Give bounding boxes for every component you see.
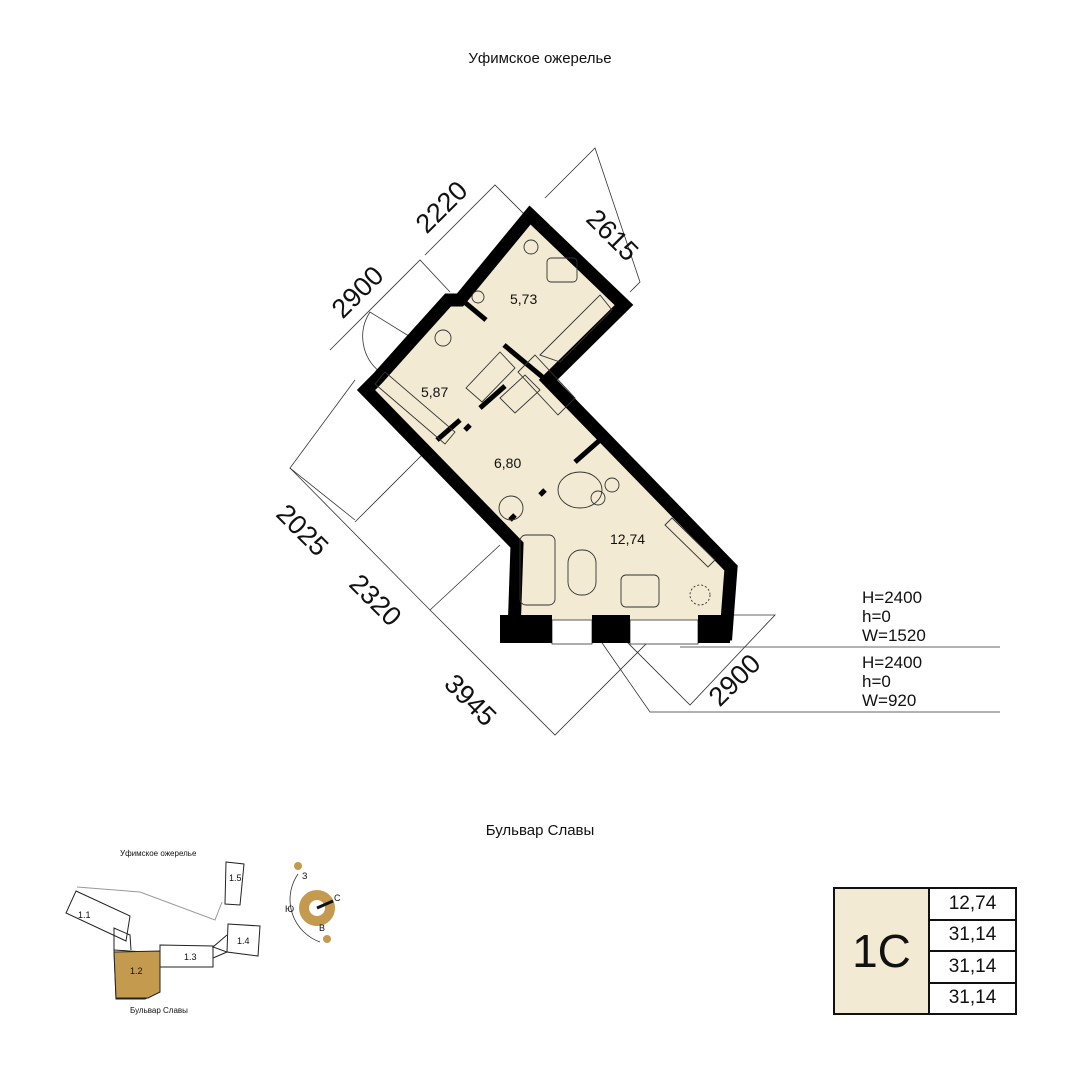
building-label: 1.3 bbox=[184, 952, 197, 962]
building-label: 1.5 bbox=[229, 873, 242, 883]
dimension-lines bbox=[289, 147, 1000, 736]
compass bbox=[289, 862, 335, 943]
room-area-hallway: 5,87 bbox=[421, 384, 449, 400]
summary-value: 12,74 bbox=[930, 889, 1015, 921]
room-area-kitchen: 6,80 bbox=[494, 455, 522, 471]
summary-value: 31,14 bbox=[930, 952, 1015, 984]
apartment-type: 1С bbox=[835, 889, 930, 1013]
summary-value: 31,14 bbox=[930, 921, 1015, 952]
compass-south: Ю bbox=[285, 904, 295, 914]
site-top-street: Уфимское ожерелье bbox=[120, 849, 197, 858]
summary-table: 1С 12,74 31,14 31,14 31,14 bbox=[833, 887, 1017, 1015]
fixtures bbox=[374, 239, 716, 608]
street-top-label: Уфимское ожерелье bbox=[468, 50, 612, 67]
site-bottom-street: Бульвар Славы bbox=[130, 1006, 188, 1015]
compass-west: З bbox=[302, 871, 308, 881]
room-area-living: 12,74 bbox=[610, 531, 646, 547]
room-area-bathroom: 5,73 bbox=[510, 291, 538, 307]
street-bottom-label: Бульвар Славы bbox=[485, 822, 595, 839]
building-label: 1.1 bbox=[78, 910, 91, 920]
building-label: 1.2 bbox=[130, 966, 143, 976]
building-label: 1.4 bbox=[237, 936, 250, 946]
apartment-floor bbox=[356, 205, 738, 641]
compass-east: В bbox=[319, 923, 326, 933]
compass-north: С bbox=[334, 893, 341, 903]
summary-value: 31,14 bbox=[948, 987, 997, 1009]
building-1-2-highlight bbox=[113, 950, 161, 999]
